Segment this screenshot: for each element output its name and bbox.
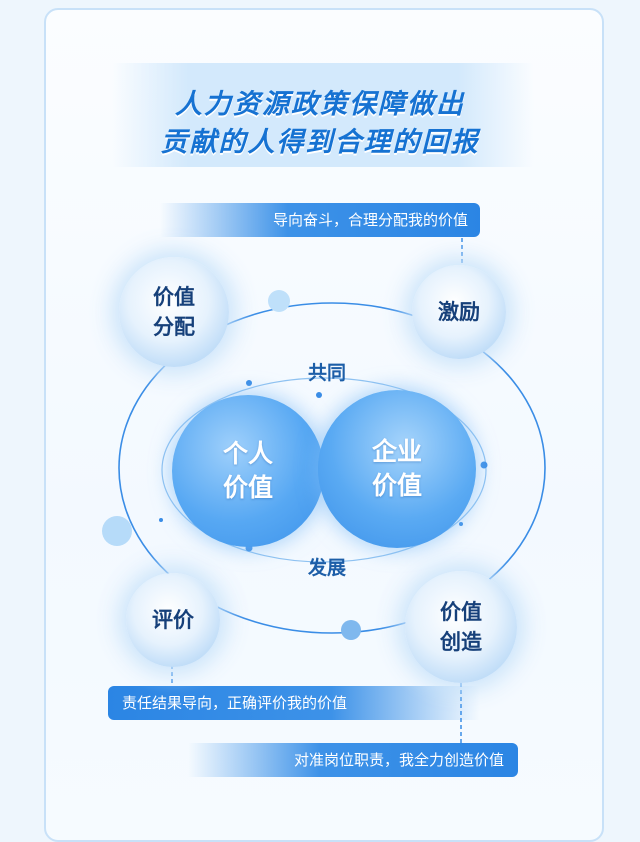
personal-value-label: 个人 价值 [222,439,273,502]
node-incentive: 激励 [412,265,506,359]
node-value-creation: 价值 创造 [405,571,517,683]
banner-bottom: 对准岗位职责，我全力创造价值 [188,743,518,777]
node-label: 评价 [152,608,194,632]
banner-middle: 责任结果导向，正确评价我的价值 [108,686,480,720]
title-band [112,63,534,167]
deco-dot [316,392,322,398]
deco-dot [341,620,361,640]
title-line-1: 人力资源政策保障做出 [175,89,465,120]
label-development: 发展 [307,557,346,579]
enterprise-value-circle: 企业 价值 [318,390,476,548]
deco-dot [268,290,290,312]
deco-dot [459,522,463,526]
title-line-2: 贡献的人得到合理的回报 [160,127,480,158]
deco-dot [102,516,132,546]
node-value-distribution: 价值 分配 [119,257,229,367]
inner-ellipse [161,377,487,563]
banner-top: 导向奋斗，合理分配我的价值 [160,203,480,237]
personal-value-circle: 个人 价值 [172,395,324,547]
node-evaluation: 评价 [126,573,220,667]
deco-dot [246,380,252,386]
outer-ellipse [118,302,546,634]
deco-dot [480,461,488,469]
label-together: 共同 [307,362,346,384]
enterprise-value-label: 企业 价值 [371,437,422,500]
node-label: 激励 [438,300,480,324]
node-label: 价值 分配 [153,285,195,339]
node-label: 价值 创造 [440,600,482,654]
deco-dot [159,518,163,522]
